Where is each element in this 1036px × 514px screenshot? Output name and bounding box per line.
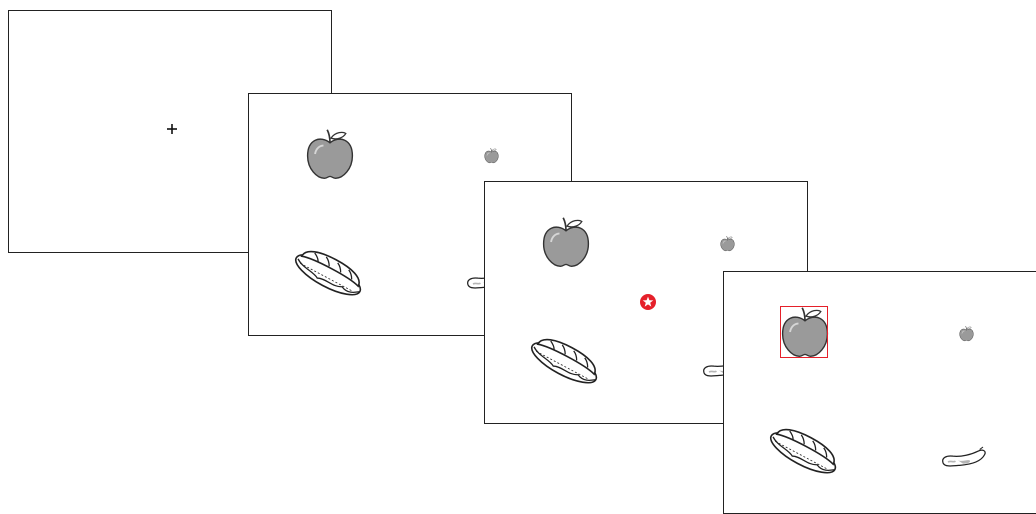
apple-icon <box>538 214 594 270</box>
sandwich-icon <box>289 242 369 304</box>
apple-icon <box>302 126 358 182</box>
small-apple-icon <box>483 147 500 164</box>
small-apple-icon <box>958 325 975 342</box>
selection-box <box>780 306 828 358</box>
fixation-cross-icon <box>164 121 180 137</box>
response-screen <box>723 271 1036 514</box>
sandwich-icon <box>764 420 844 482</box>
gaze-marker-icon <box>639 293 657 311</box>
sausage-icon <box>938 444 988 470</box>
sandwich-icon <box>525 330 605 392</box>
small-apple-icon <box>719 235 736 252</box>
